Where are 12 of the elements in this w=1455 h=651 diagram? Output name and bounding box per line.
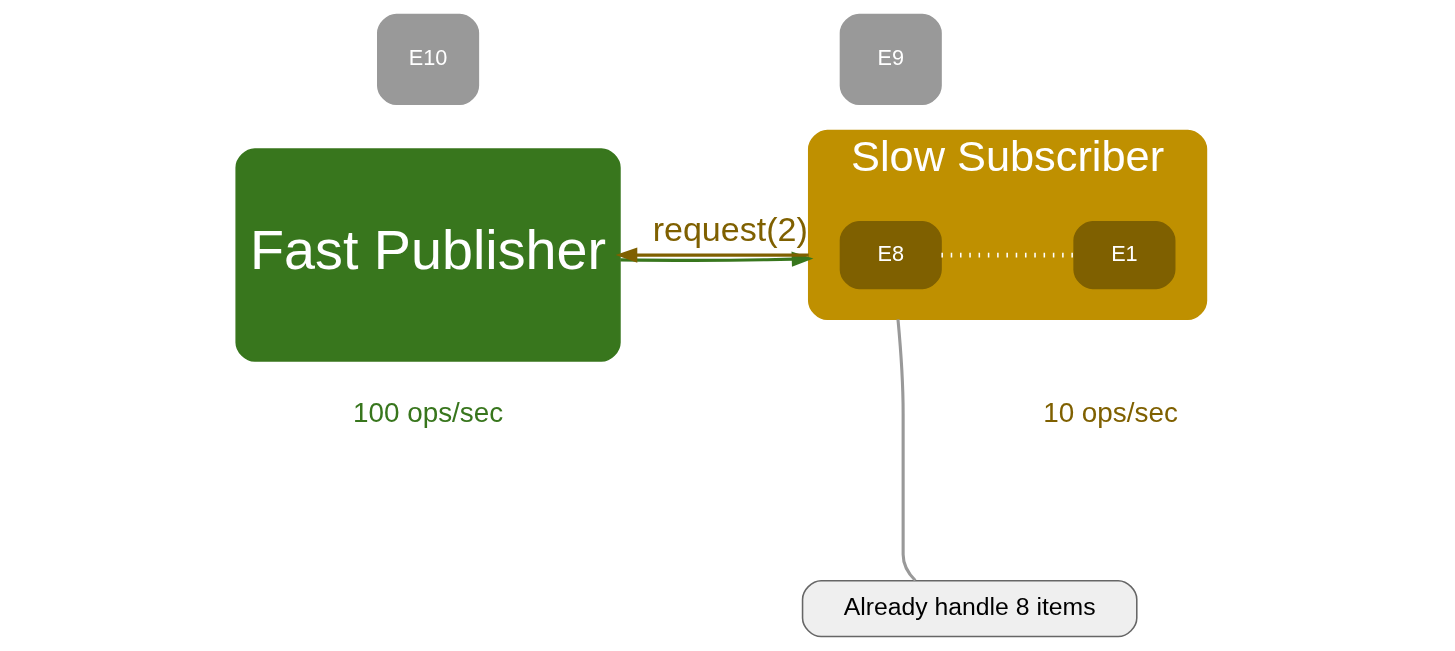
arrow — [615, 247, 809, 263]
connector — [941, 252, 1074, 258]
node-label: 100 ops/sec — [352, 397, 504, 429]
node-box: E8 — [839, 221, 942, 290]
node-box: E1 — [1073, 221, 1176, 290]
node-box: Fast Publisher — [235, 148, 621, 362]
node-box: E9 — [839, 13, 942, 105]
node-box: E10 — [377, 13, 480, 105]
node-label: 10 ops/sec — [1043, 397, 1178, 429]
connector — [896, 319, 917, 582]
node-box: Already handle 8 items — [801, 580, 1138, 638]
edge-label: request(2) — [652, 209, 808, 248]
